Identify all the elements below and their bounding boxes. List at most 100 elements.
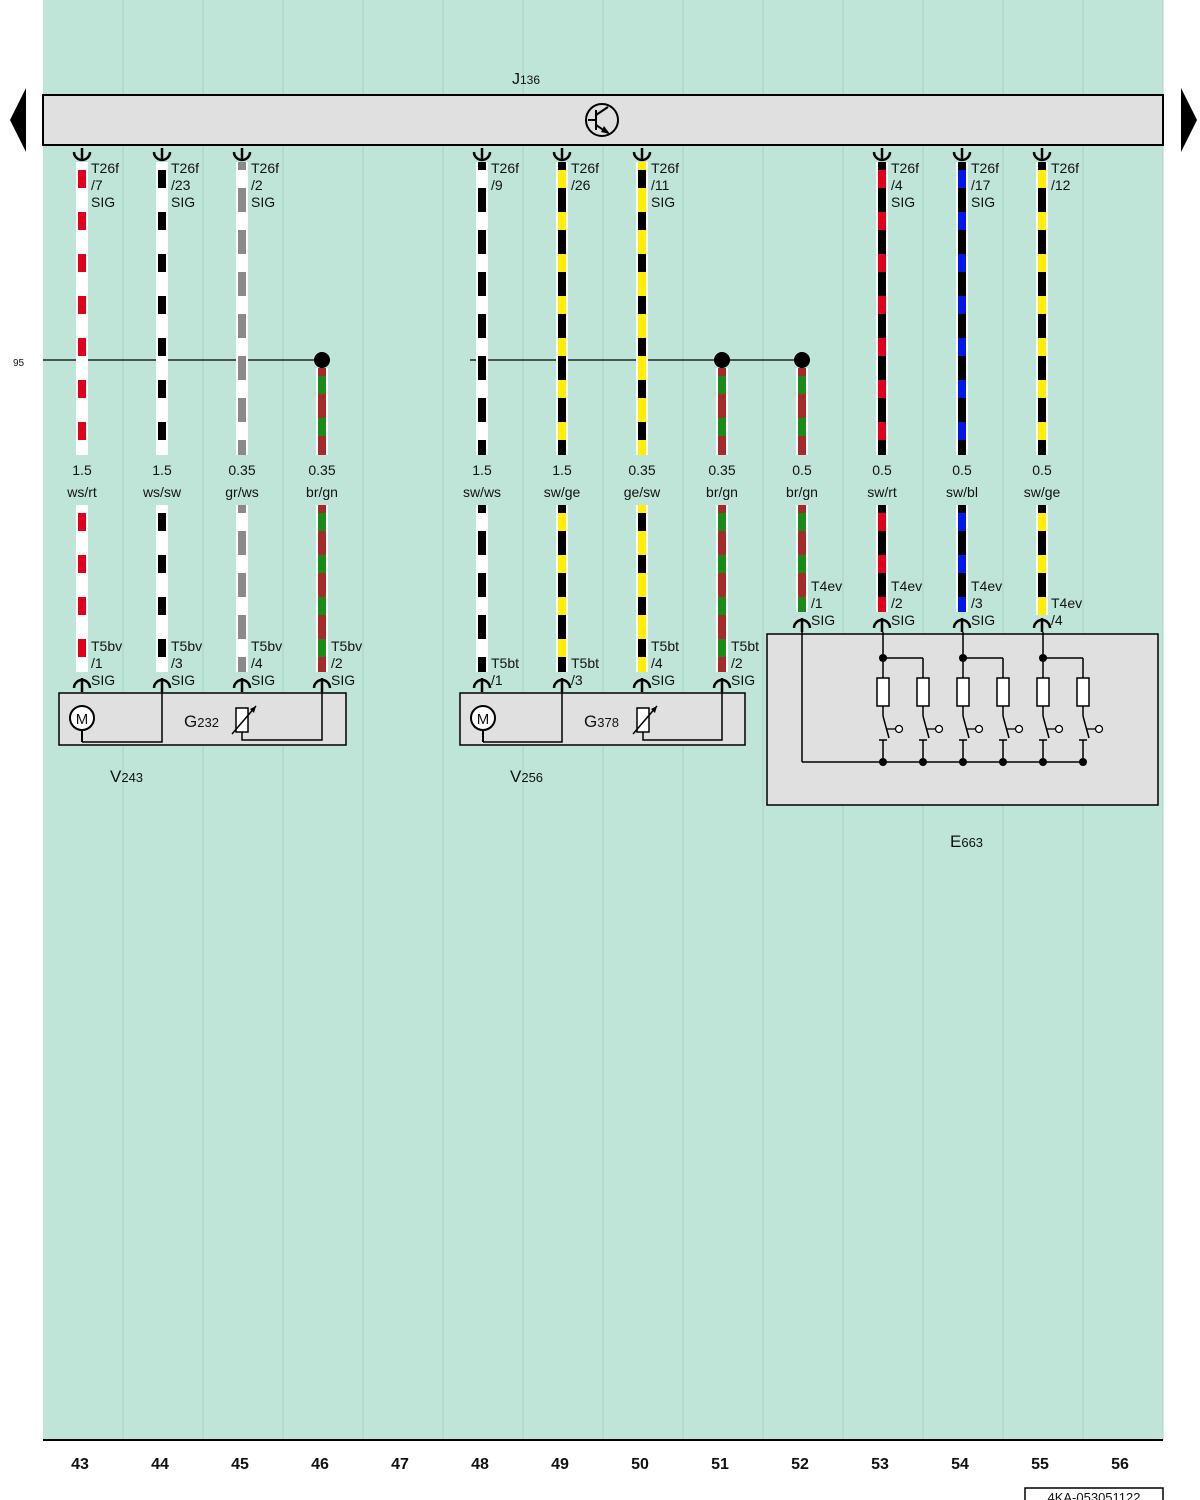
column-number: 43 <box>71 1456 89 1473</box>
wire-size-label: 1.5 <box>552 462 572 478</box>
wire-color-label: br/gn <box>306 484 338 500</box>
wire-color-label: gr/ws <box>225 484 258 500</box>
column-number: 51 <box>711 1456 729 1473</box>
wire-size-label: 0.35 <box>628 462 655 478</box>
doc-id-box <box>1024 1487 1164 1500</box>
bottom-connector-label: T5bv <box>91 638 122 654</box>
v256-label: V256 <box>510 767 543 786</box>
wire-color-label: ws/rt <box>66 484 97 500</box>
potentiometer-icon <box>231 705 257 735</box>
bottom-connector-label: T5bv <box>251 638 282 654</box>
bottom-pin-label: /3 <box>571 672 583 688</box>
column-number: 46 <box>311 1456 329 1473</box>
connector-pin-icon <box>552 148 572 162</box>
wire-size-label: 0.5 <box>792 462 812 478</box>
wire-layer: T26f/7SIG1.5ws/rtT5bv/1SIGT26f/23SIG1.5w… <box>66 148 1082 692</box>
bottom-connector-label: T5bv <box>171 638 202 654</box>
wire-size-label: 0.35 <box>228 462 255 478</box>
wire-color-label: br/gn <box>706 484 738 500</box>
top-signal-label: SIG <box>91 194 115 210</box>
bottom-connector-label: T5bv <box>331 638 362 654</box>
top-connector-label: T26f <box>171 160 199 176</box>
column-number: 47 <box>391 1456 409 1473</box>
top-pin-label: /26 <box>571 177 591 193</box>
top-connector-label: T26f <box>491 160 519 176</box>
bottom-pin-label: /2 <box>331 655 343 671</box>
bottom-pin-label: /3 <box>171 655 183 671</box>
top-pin-label: /9 <box>491 177 503 193</box>
wire-color-label: sw/rt <box>867 484 897 500</box>
bottom-pin-label: /1 <box>91 655 103 671</box>
column-number: 50 <box>631 1456 649 1473</box>
bottom-connector-label: T4ev <box>891 578 922 594</box>
connector-pin-icon <box>1032 148 1052 162</box>
bottom-signal-label: SIG <box>651 672 675 688</box>
motor-icon: M <box>69 705 95 742</box>
switch-matrix <box>801 632 1104 766</box>
e663-label: E663 <box>950 832 983 851</box>
g232-label: G232 <box>184 712 219 731</box>
column-number: 54 <box>951 1456 969 1473</box>
prev-page-arrow-icon[interactable] <box>10 88 26 152</box>
bottom-signal-label: SIG <box>91 672 115 688</box>
top-pin-label: /12 <box>1051 177 1071 193</box>
connector-pin-icon <box>792 618 812 632</box>
top-connector-label: T26f <box>651 160 679 176</box>
bottom-signal-label: SIG <box>891 612 915 628</box>
splice-point <box>794 352 810 368</box>
internal-link <box>241 686 323 741</box>
bottom-pin-label: /4 <box>651 655 663 671</box>
top-pin-label: /2 <box>251 177 263 193</box>
bottom-connector-label: T5bt <box>491 655 519 671</box>
wire-size-label: 0.35 <box>308 462 335 478</box>
wire-color-label: sw/ge <box>544 484 581 500</box>
wire-color-label: br/gn <box>786 484 818 500</box>
connector-pin-icon <box>152 148 172 162</box>
motor-icon: M <box>470 705 496 742</box>
connector-pin-icon <box>72 148 92 162</box>
splice-point <box>314 352 330 368</box>
bottom-signal-label: SIG <box>251 672 275 688</box>
component-v243-g232 <box>58 692 347 746</box>
top-pin-label: /23 <box>171 177 191 193</box>
v243-label: V243 <box>110 767 143 786</box>
bottom-connector-label: T4ev <box>811 578 842 594</box>
bottom-connector-label: T5bt <box>731 638 759 654</box>
top-connector-label: T26f <box>251 160 279 176</box>
splice-point <box>714 352 730 368</box>
column-number: 44 <box>151 1456 169 1473</box>
wire-size-label: 1.5 <box>472 462 492 478</box>
connector-pin-icon <box>952 148 972 162</box>
svg-text:M: M <box>477 711 490 728</box>
internal-link <box>642 686 723 741</box>
potentiometer-icon <box>632 705 658 735</box>
column-number: 48 <box>471 1456 489 1473</box>
column-number: 45 <box>231 1456 249 1473</box>
top-signal-label: SIG <box>891 194 915 210</box>
bottom-signal-label: SIG <box>971 612 995 628</box>
wire-color-label: ws/sw <box>142 484 182 500</box>
control-unit-j136 <box>42 94 1164 146</box>
bottom-signal-label: SIG <box>171 672 195 688</box>
reference-line-label: 95 <box>13 358 25 369</box>
top-connector-label: T26f <box>571 160 599 176</box>
top-pin-label: /17 <box>971 177 991 193</box>
connector-pin-icon <box>472 678 492 692</box>
connector-pin-icon <box>872 618 892 632</box>
bottom-connector-label: T4ev <box>1051 595 1082 611</box>
connector-pin-icon <box>952 618 972 632</box>
doc-id: 4KA-053051122 <box>1047 1490 1140 1500</box>
bottom-pin-label: /1 <box>491 672 503 688</box>
bottom-pin-label: /4 <box>1051 612 1063 628</box>
top-pin-label: /7 <box>91 177 103 193</box>
wire-color-label: sw/ge <box>1024 484 1061 500</box>
internal-link <box>483 686 563 743</box>
column-number: 52 <box>791 1456 809 1473</box>
bottom-pin-label: /1 <box>811 595 823 611</box>
wire-size-label: 1.5 <box>72 462 92 478</box>
bottom-signal-label: SIG <box>331 672 355 688</box>
transistor-icon <box>585 103 619 137</box>
wire-color-label: sw/ws <box>463 484 501 500</box>
next-page-arrow-icon[interactable] <box>1181 88 1197 152</box>
